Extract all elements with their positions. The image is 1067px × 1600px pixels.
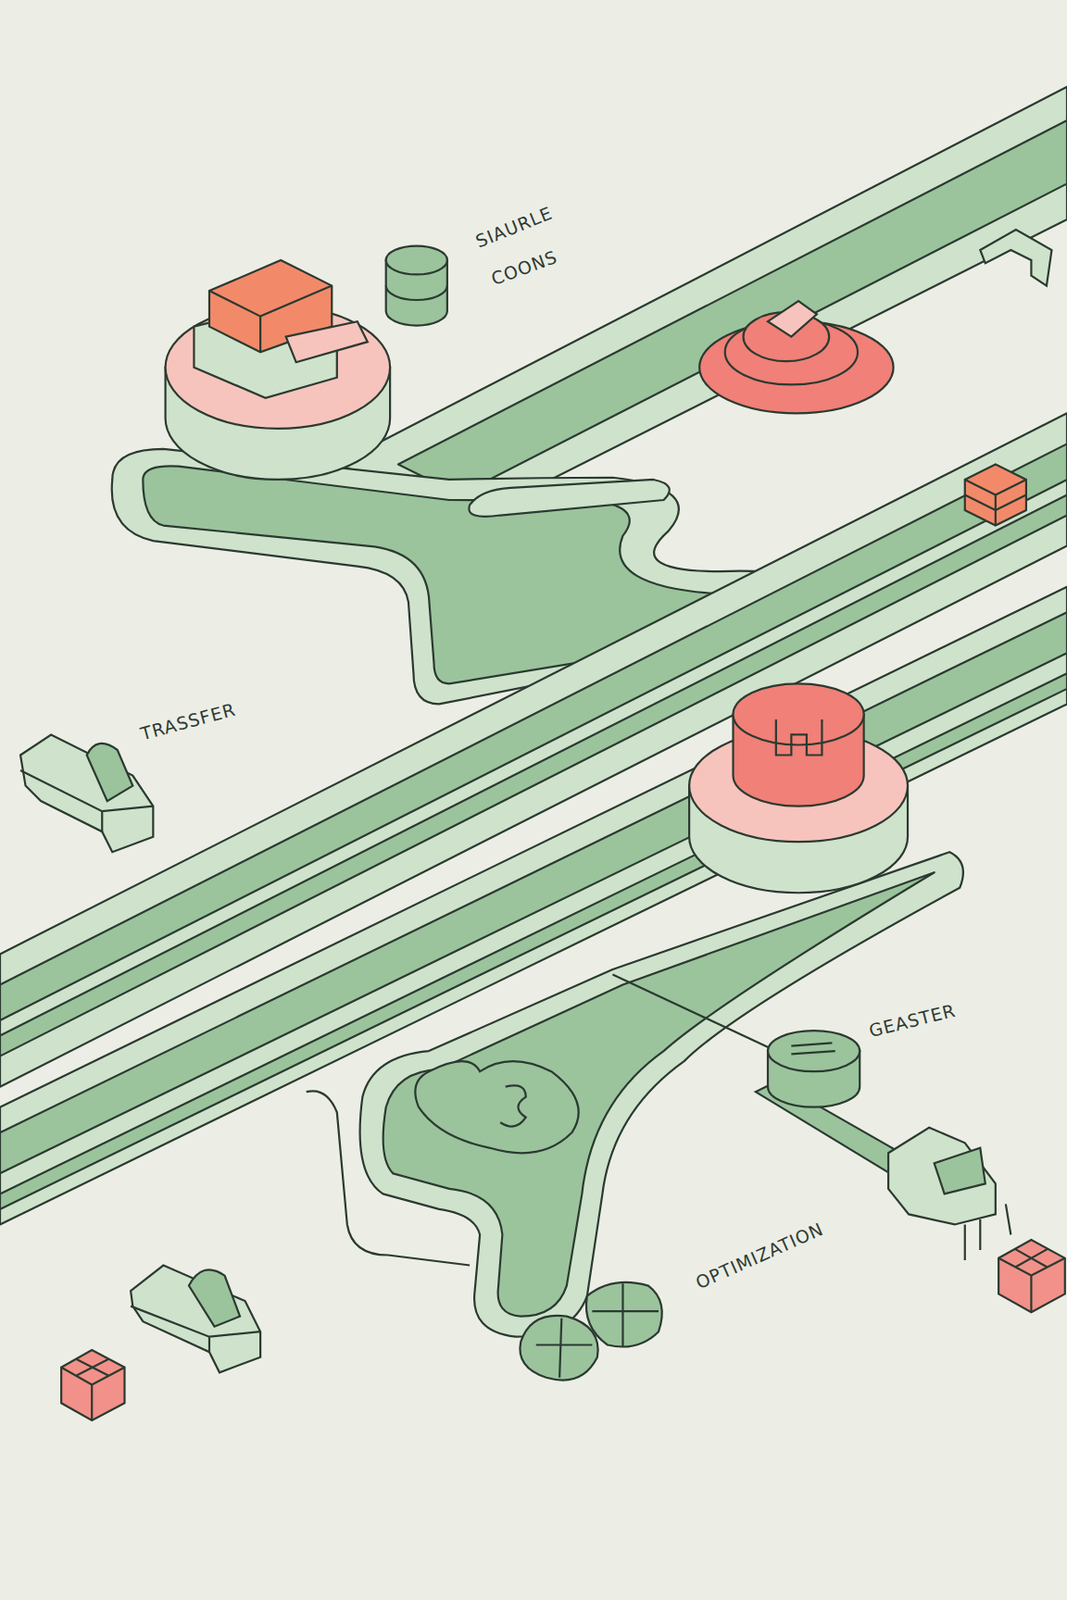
machine-edge (20, 770, 153, 832)
machine-part (934, 1148, 986, 1195)
cube (998, 1240, 1066, 1313)
arrow-mark (979, 229, 1052, 287)
stack-icon (755, 1030, 1012, 1261)
leader-line (612, 974, 776, 1052)
lower-road-stripe (0, 673, 1067, 1210)
cylinder-mark (776, 719, 823, 756)
text-label: TRASSFER (138, 699, 238, 745)
block (286, 321, 368, 363)
coin-stack (386, 246, 448, 327)
stone (586, 1282, 663, 1348)
small-cube (998, 1240, 1066, 1313)
machine-edge (130, 1306, 261, 1354)
small-cube (965, 464, 1027, 526)
arrow-mark (979, 229, 1052, 287)
cube-edge (61, 1359, 125, 1421)
machine (888, 1128, 996, 1226)
cylinder-icon (689, 683, 908, 893)
text-label: OPTIMIZATION (692, 1218, 828, 1294)
text-label: GEASTER (866, 1000, 958, 1042)
upper-road (337, 87, 1067, 516)
coin (386, 286, 448, 301)
roads (0, 87, 1067, 1338)
small-cube (61, 1350, 125, 1421)
stone-lines (536, 1283, 659, 1378)
main-road-stripe (0, 494, 1067, 1056)
text-label: COONS (488, 246, 560, 289)
machine (20, 734, 153, 853)
spiral-icon (699, 301, 893, 414)
machine (130, 1266, 261, 1374)
spiral-block (767, 301, 817, 338)
cube (965, 464, 1027, 526)
machine-leg (965, 1204, 1012, 1261)
cube (61, 1350, 125, 1421)
transfer-icon (20, 734, 153, 853)
coin (386, 246, 448, 276)
upper-road-stripe (398, 120, 1067, 495)
cube-edge (998, 1249, 1066, 1313)
lane-island (468, 479, 669, 517)
stack-lines (790, 1042, 835, 1055)
cube-edge (965, 479, 1027, 527)
machine-wheel (188, 1269, 240, 1327)
heart-shape (414, 1061, 578, 1154)
transfer-icon (130, 1266, 261, 1374)
machine-wheel (87, 743, 134, 802)
stack-top (767, 1030, 860, 1072)
stones-icon (519, 1282, 662, 1381)
green-area-inner (383, 872, 935, 1317)
platform-icon (165, 260, 391, 480)
text-label: SIAURLE (472, 201, 555, 252)
green-area (360, 852, 964, 1337)
